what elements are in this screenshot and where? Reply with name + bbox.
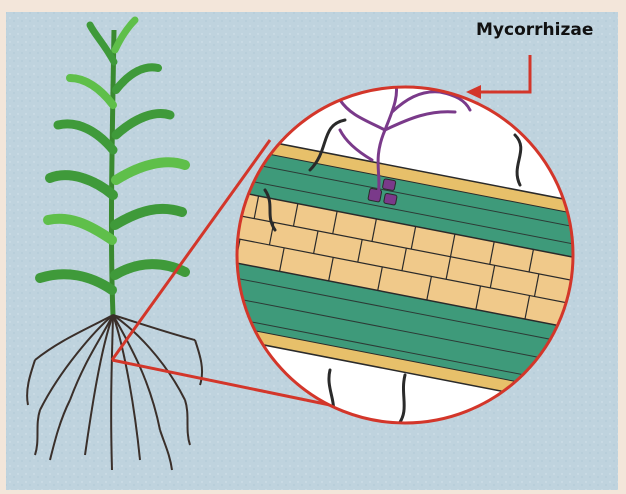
mycorrhizae-label: Mycorrhizae [476, 20, 616, 40]
